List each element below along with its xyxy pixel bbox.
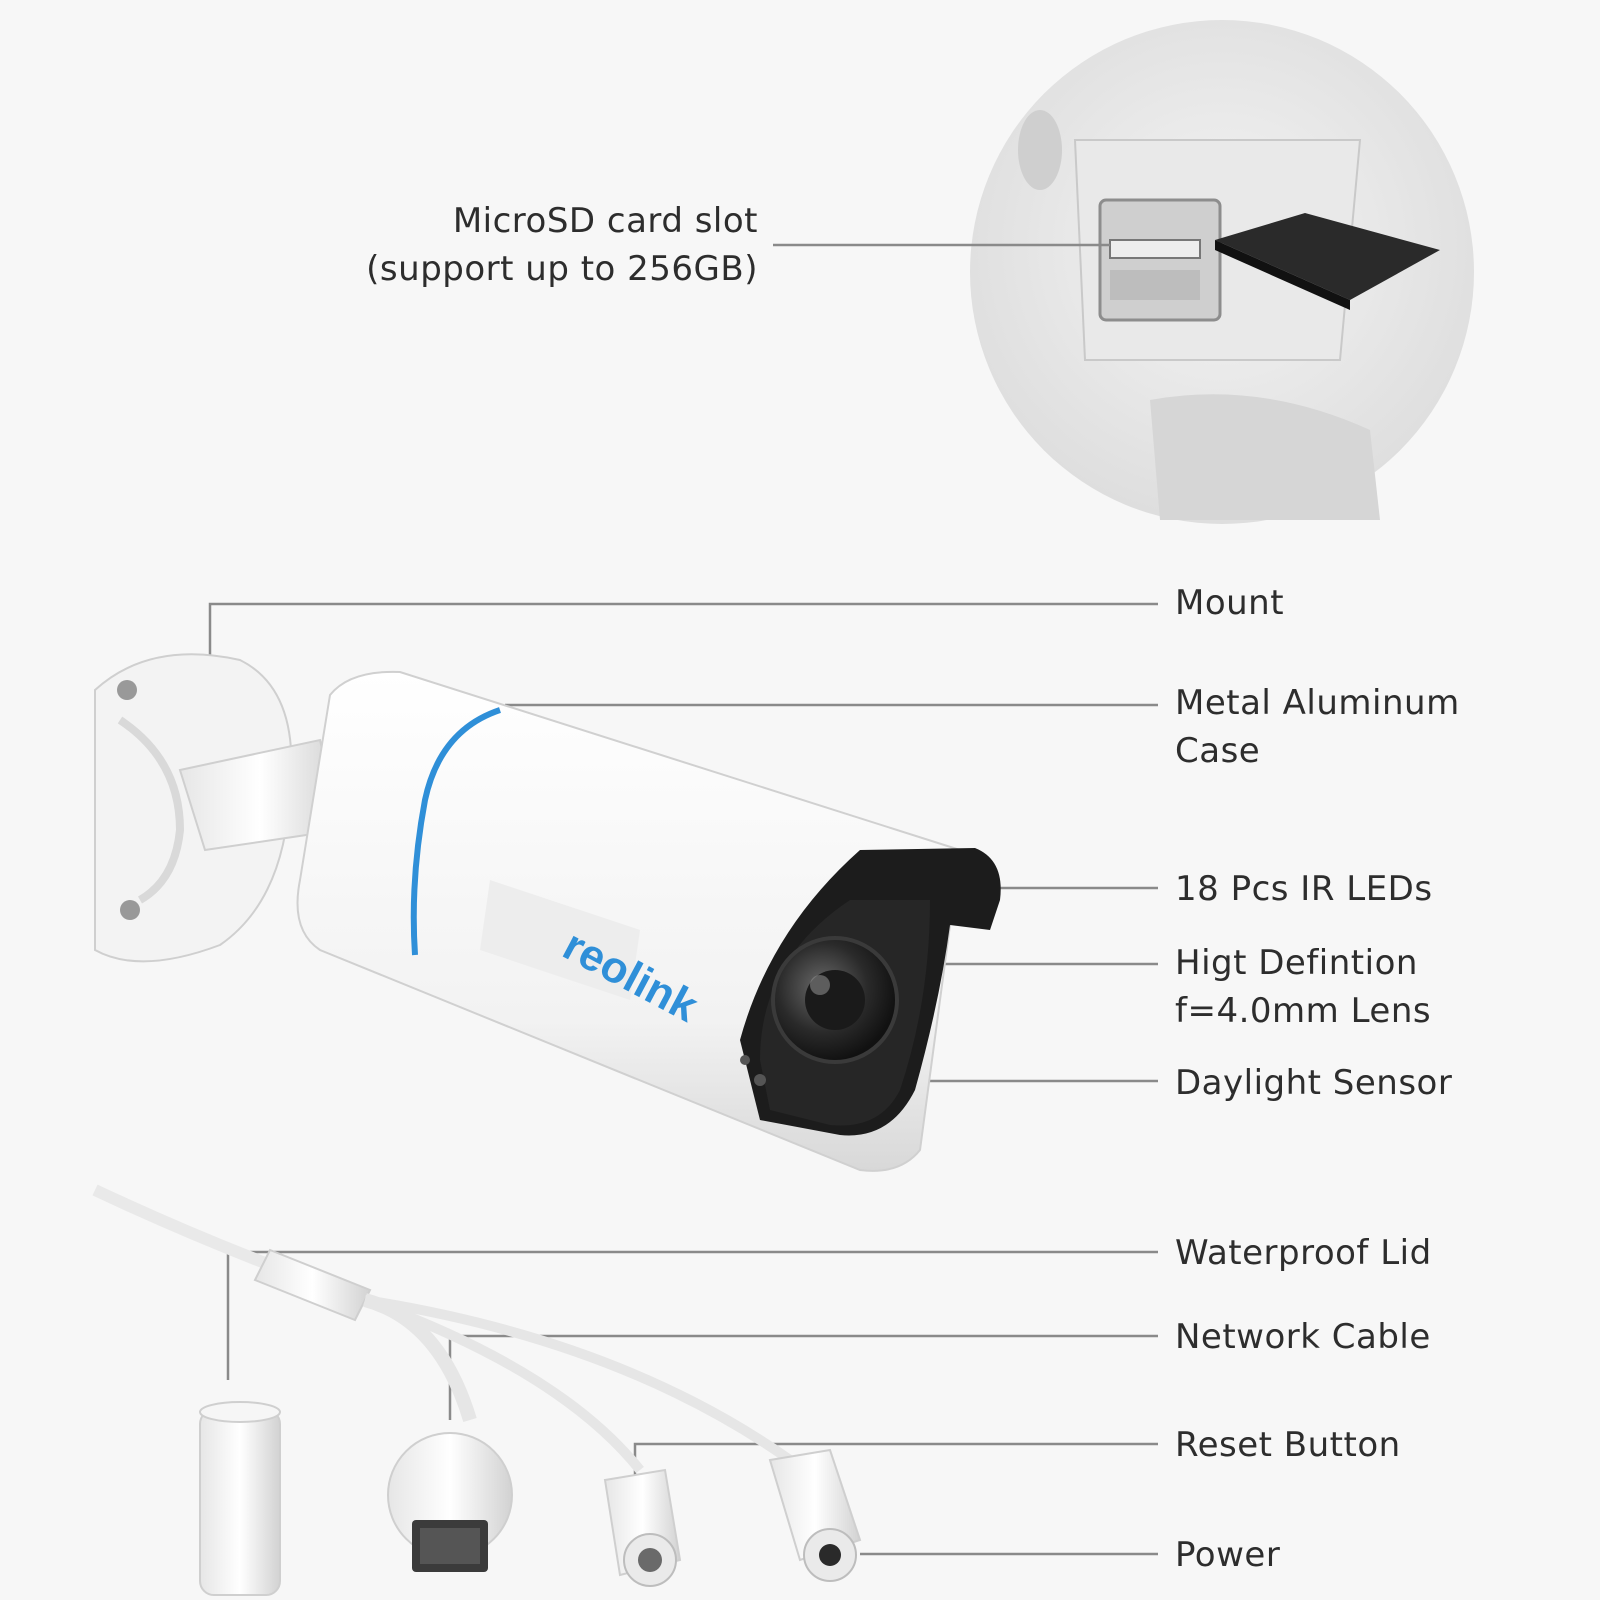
label-network-cable: Network Cable	[1175, 1317, 1431, 1357]
label-reset-button: Reset Button	[1175, 1425, 1401, 1465]
leader-mount	[208, 602, 1158, 690]
camera-body: reolink	[296, 670, 1001, 1172]
label-case-line2: Case	[1175, 731, 1261, 771]
leader-waterproof-lid	[226, 1250, 1158, 1380]
mount-bracket	[94, 653, 342, 963]
reset-connector	[603, 1468, 682, 1587]
label-case-line1: Metal Aluminum	[1175, 683, 1460, 723]
microsd-card	[1215, 213, 1440, 300]
waterproof-lid-part	[199, 1401, 281, 1596]
label-daylight-sensor: Daylight Sensor	[1175, 1063, 1453, 1103]
label-power: Power	[1175, 1535, 1281, 1575]
label-lens-line1: Higt Defintion	[1175, 943, 1418, 983]
label-mount: Mount	[1175, 583, 1285, 623]
label-ir-leds: 18 Pcs IR LEDs	[1175, 869, 1433, 909]
label-microsd-line2: (support up to 256GB)	[366, 249, 758, 289]
network-connector	[387, 1432, 513, 1572]
power-connector	[768, 1448, 862, 1582]
microsd-inset	[970, 20, 1474, 524]
label-microsd-line1: MicroSD card slot	[452, 201, 758, 241]
case-accent-ring	[410, 707, 501, 956]
daylight-sensor-dot	[754, 1074, 766, 1086]
label-waterproof-lid: Waterproof Lid	[1175, 1233, 1432, 1273]
leader-reset-button	[633, 1442, 1158, 1475]
label-lens-line2: f=4.0mm Lens	[1175, 991, 1432, 1031]
cable-bundle	[92, 1184, 793, 1474]
